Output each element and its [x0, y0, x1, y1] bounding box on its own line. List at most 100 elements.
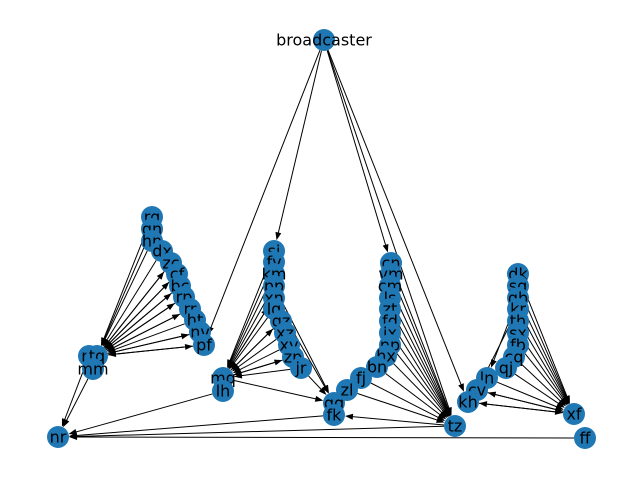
- node-circle: [457, 391, 479, 413]
- arrow-head: [321, 385, 329, 394]
- edge-line: [308, 375, 323, 391]
- edge-lq-mq: [229, 317, 268, 370]
- node-xf: xf: [563, 403, 585, 425]
- node-mm: mm: [77, 358, 109, 380]
- edge-zl-tz: [357, 393, 445, 423]
- arrow-head: [184, 343, 194, 350]
- node-label: tz: [448, 417, 463, 436]
- edge-line: [278, 295, 327, 389]
- edge-line: [103, 250, 148, 341]
- edge-line: [230, 295, 270, 364]
- edge-line: [105, 260, 157, 342]
- edge-line: [496, 381, 559, 408]
- arrow-head: [487, 391, 497, 398]
- node-bn: bn: [366, 356, 388, 378]
- edge-mq-gq: [233, 379, 324, 402]
- node-circle: [366, 356, 388, 378]
- edge-line: [74, 436, 575, 439]
- edge-line: [107, 335, 184, 354]
- edge-line: [327, 50, 463, 387]
- node-qj: qj: [495, 357, 517, 379]
- edge-line: [230, 283, 270, 363]
- arrow-head: [163, 293, 172, 301]
- edge-tq-nv: [107, 333, 190, 354]
- node-label: kh: [458, 393, 477, 412]
- node-label: mm: [77, 360, 108, 379]
- edge-line: [239, 368, 291, 377]
- edge-line: [106, 316, 176, 352]
- edge-line: [394, 273, 450, 411]
- arrow-head: [558, 398, 567, 407]
- edge-cn-tz: [394, 273, 451, 416]
- edge-line: [523, 341, 565, 401]
- edge-line: [103, 275, 161, 348]
- edge-km-mq: [227, 283, 270, 369]
- edge-line: [523, 330, 566, 400]
- edge-mq-gz: [230, 328, 274, 371]
- edge-ln-xf: [496, 381, 564, 410]
- edge-line: [107, 346, 188, 356]
- node-label: pf: [196, 336, 212, 355]
- edge-fk-nr: [68, 415, 324, 439]
- edges-layer: [61, 50, 575, 441]
- arrow-head: [229, 360, 237, 370]
- node-circle: [82, 358, 104, 380]
- node-circle: [47, 426, 69, 448]
- arrow-head: [265, 328, 274, 337]
- edge-xz-mq: [231, 339, 277, 372]
- node-lh: lh: [212, 380, 234, 402]
- edge-line: [233, 361, 277, 376]
- node-label: fk: [327, 406, 343, 425]
- edge-bn-tz: [385, 373, 447, 420]
- node-label: ff: [579, 429, 591, 448]
- edge-pp-mq: [228, 295, 270, 369]
- arrow-head: [180, 333, 190, 340]
- edge-line: [237, 349, 280, 371]
- node-nr: nr: [47, 426, 69, 448]
- edge-line: [209, 50, 321, 330]
- edge-tz-fk: [344, 413, 445, 426]
- edge-line: [394, 283, 449, 411]
- arrow-head: [166, 303, 175, 311]
- edge-line: [229, 271, 271, 363]
- edge-line: [393, 363, 444, 415]
- arrow-head: [314, 395, 324, 402]
- node-circle: [313, 29, 335, 51]
- arrow-head: [273, 359, 283, 366]
- edge-line: [105, 296, 168, 350]
- arrow-head: [478, 401, 488, 408]
- node-kh: kh: [457, 391, 479, 413]
- node-circle: [563, 403, 585, 425]
- edge-cm-tz: [394, 295, 451, 417]
- edge-line: [228, 312, 266, 369]
- node-broadcaster: broadcaster: [276, 29, 372, 51]
- node-circle: [336, 379, 358, 401]
- edge-line: [524, 353, 564, 402]
- edge-kr-xf: [522, 318, 569, 405]
- node-label: zl: [341, 381, 354, 400]
- arrow-head: [382, 243, 389, 253]
- node-tz: tz: [444, 415, 466, 437]
- edge-xf-cv: [487, 391, 564, 412]
- edge-line: [521, 295, 568, 399]
- arrow-head: [171, 313, 181, 321]
- edge-lh-nr: [68, 393, 213, 435]
- edge-jx-tz: [395, 341, 449, 417]
- edge-cq-xf: [521, 364, 567, 407]
- edge-tq-rr: [106, 313, 181, 352]
- arrow-head: [344, 413, 354, 420]
- edge-line: [521, 284, 569, 399]
- node-label: jr: [294, 359, 306, 378]
- edge-line: [350, 416, 445, 426]
- edge-line: [357, 393, 440, 422]
- edge-tq-zc: [103, 271, 165, 348]
- node-circle: [323, 404, 345, 426]
- edge-line: [65, 378, 89, 423]
- edge-line: [74, 425, 445, 438]
- edge-line: [277, 50, 322, 235]
- arrow-head: [275, 231, 282, 241]
- edge-broadcaster-sj: [275, 50, 322, 241]
- edge-line: [484, 403, 564, 414]
- edge-dk-xf: [521, 284, 570, 404]
- edge-tq-cf: [104, 281, 170, 349]
